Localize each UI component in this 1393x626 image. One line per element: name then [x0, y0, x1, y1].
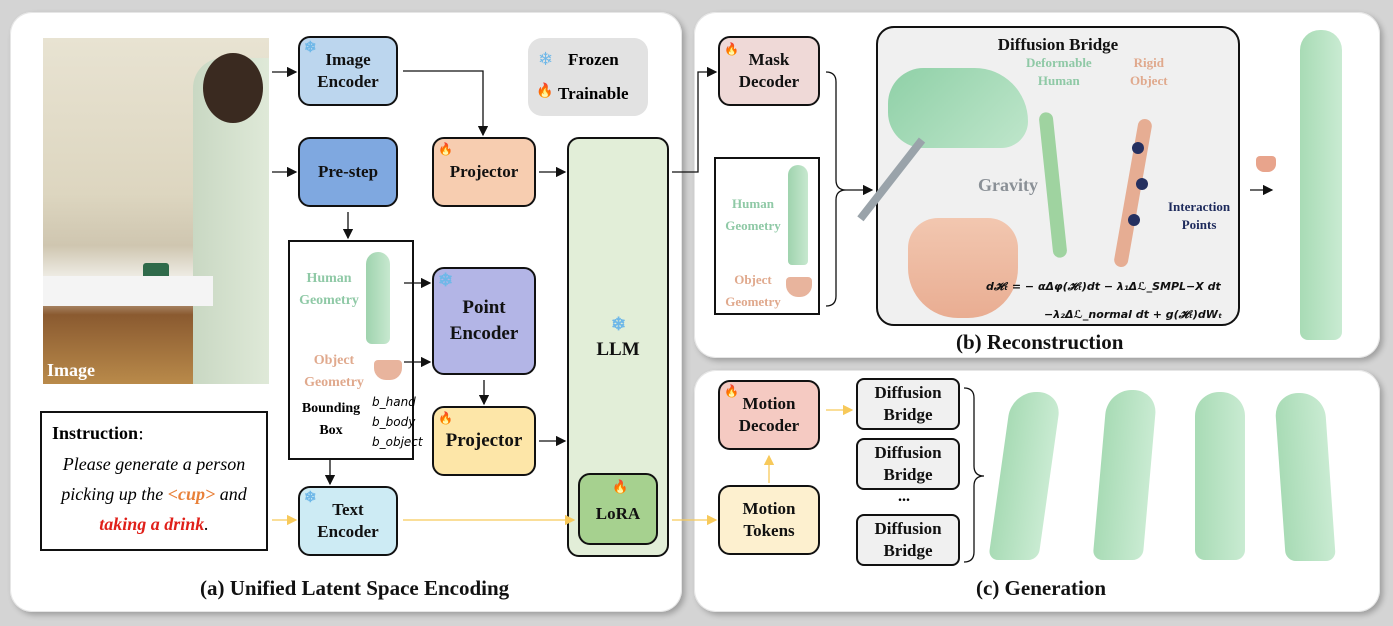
- bbox-body: b_body: [372, 415, 416, 429]
- bounding-box-label: Bounding Box: [301, 401, 361, 438]
- diffusion-bridge-label: Diffusion Bridge: [874, 383, 942, 424]
- lora-box[interactable]: 🔥 LoRA: [578, 473, 658, 545]
- diffusion-bridge-box-1[interactable]: Diffusion Bridge: [856, 378, 960, 430]
- image-label: Image: [47, 360, 95, 380]
- diffusion-bridge-title: Diffusion Bridge: [997, 35, 1119, 54]
- projector-bottom-label: Projector: [445, 430, 523, 451]
- caption-b: (b) Reconstruction: [956, 330, 1124, 354]
- caption-a: (a) Unified Latent Space Encoding: [200, 576, 510, 600]
- snowflake-icon: ❄: [611, 314, 627, 334]
- arrow-encoder-to-projector: [403, 70, 489, 137]
- instruction-box[interactable]: Instruction： Please generate a person pi…: [40, 411, 268, 551]
- photo-counter: [43, 276, 213, 306]
- llm-box[interactable]: ❄ LLM 🔥 LoRA: [567, 137, 669, 557]
- legend-frozen: Frozen: [568, 50, 619, 69]
- object-highlight: <cup>: [167, 484, 216, 504]
- gravity-label: Gravity: [978, 175, 1038, 195]
- diffusion-bridge-label: Diffusion Bridge: [874, 443, 942, 484]
- motion-tokens-label: Motion Tokens: [742, 499, 796, 540]
- photo-head: [203, 53, 263, 123]
- image-encoder-label: Image Encoder: [317, 50, 379, 91]
- bbox-object: b_object: [372, 435, 423, 449]
- equation-line-1: d𝓗ₜ = − αΔφ(𝓗ₜ)dt − λ₁Δℒ_SMPL−X dt: [986, 280, 1221, 293]
- flame-icon: 🔥: [612, 479, 629, 494]
- pre-step-label: Pre-step: [317, 162, 379, 181]
- mask-decoder-box[interactable]: 🔥 Mask Decoder: [718, 36, 820, 106]
- mask-decoder-label: Mask Decoder: [738, 50, 800, 91]
- interaction-point: [1132, 142, 1144, 154]
- motion-tokens-box[interactable]: Motion Tokens: [718, 485, 820, 555]
- interaction-points-label: Interaction Points: [1168, 199, 1231, 232]
- flame-icon: 🔥: [724, 384, 739, 398]
- pre-step-box[interactable]: Pre-step: [298, 137, 398, 207]
- lora-label: LoRA: [595, 504, 641, 523]
- cup-mesh: [374, 360, 402, 380]
- projector-top-label: Projector: [449, 162, 519, 181]
- diffusion-bridge-label: Diffusion Bridge: [874, 519, 942, 560]
- text-encoder-box[interactable]: ❄ Text Encoder: [298, 486, 398, 556]
- snowflake-icon: ❄: [438, 270, 454, 290]
- diffusion-bridge-panel: Diffusion Bridge Deformable Human Rigid …: [857, 26, 1240, 326]
- snowflake-icon: ❄: [304, 40, 317, 56]
- bbox-hand: b_hand: [372, 395, 416, 409]
- motion-decoder-box[interactable]: 🔥 Motion Decoder: [718, 380, 820, 450]
- hand-mesh: [888, 68, 1028, 148]
- flame-icon: 🔥: [438, 142, 453, 156]
- image-encoder-box[interactable]: ❄ Image Encoder: [298, 36, 398, 106]
- llm-label: LLM: [596, 339, 640, 360]
- caption-c: (c) Generation: [976, 576, 1107, 600]
- reconstructed-cup: [1256, 156, 1276, 172]
- instruction-title: Instruction：: [52, 423, 151, 443]
- deformable-human-label: Deformable Human: [1026, 55, 1092, 88]
- human-mesh: [366, 252, 390, 344]
- recon-human-geometry-label: Human Geometry: [725, 196, 781, 233]
- brace-reconstruction: [825, 71, 847, 307]
- rigid-object-label: Rigid Object: [1130, 55, 1168, 88]
- point-encoder-box[interactable]: ❄ Point Encoder: [432, 267, 536, 375]
- action-highlight: taking a drink: [99, 514, 205, 534]
- point-encoder-label: Point Encoder: [449, 297, 519, 344]
- text-encoder-label: Text Encoder: [317, 500, 379, 541]
- recon-cup-mesh: [786, 277, 812, 297]
- big-cup-mesh: [908, 218, 1018, 318]
- brace-generation: [963, 387, 985, 563]
- geometry-panel: Human Geometry Object Geometry Bounding …: [288, 240, 423, 460]
- human-geometry-label: Human Geometry: [299, 271, 359, 308]
- generated-pose-3: [1195, 392, 1245, 560]
- recon-object-geometry-label: Object Geometry: [725, 272, 781, 309]
- flame-icon: 🔥: [724, 42, 739, 56]
- flame-icon: 🔥: [536, 84, 554, 99]
- object-geometry-label: Object Geometry: [304, 353, 364, 390]
- arrow-llm-to-mask-decoder: [672, 66, 718, 173]
- legend: ❄ Frozen 🔥 Trainable: [528, 38, 648, 116]
- equation-line-2: −λ₂Δℒ_normal dt + g(𝓗ₜ)dWₜ: [1044, 308, 1223, 321]
- flame-icon: 🔥: [438, 411, 453, 425]
- motion-decoder-label: Motion Decoder: [738, 394, 800, 435]
- legend-trainable: Trainable: [558, 84, 629, 103]
- input-image: Image: [43, 38, 269, 384]
- interaction-point: [1136, 178, 1148, 190]
- bbox-list: b_hand b_body b_object: [372, 392, 423, 452]
- snowflake-icon: ❄: [304, 490, 317, 506]
- recon-human-mesh: [788, 165, 808, 265]
- projector-top-box[interactable]: 🔥 Projector: [432, 137, 536, 207]
- recon-geometry-panel: Human Geometry Object Geometry: [714, 157, 820, 315]
- ellipsis: ...: [898, 488, 910, 505]
- projector-bottom-box[interactable]: 🔥 Projector: [432, 406, 536, 476]
- reconstructed-human-mesh: [1300, 30, 1342, 340]
- interaction-point: [1128, 214, 1140, 226]
- diffusion-bridge-box-2[interactable]: Diffusion Bridge: [856, 438, 960, 490]
- snowflake-icon: ❄: [538, 49, 554, 69]
- diffusion-bridge-box-3[interactable]: Diffusion Bridge: [856, 514, 960, 566]
- instruction-text: Please generate a person picking up the …: [61, 454, 247, 534]
